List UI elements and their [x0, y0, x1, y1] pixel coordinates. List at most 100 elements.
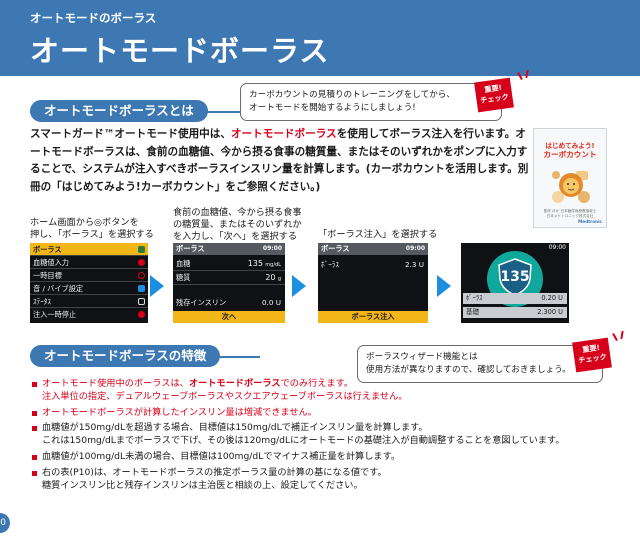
bolus-amount-row: ﾎﾞｰﾗｽ 2.3 U	[318, 258, 428, 272]
caption-line: の糖質量、またはそのいずれか	[173, 219, 302, 230]
step3-caption: 「ボーラス注入」を選択する	[318, 229, 437, 241]
booklet-footer-line: 日本メドトロニック株式会社	[546, 213, 594, 218]
step1-caption: ホーム画面から◎ボタンを 押し、「ボーラス」を選択する	[30, 217, 154, 241]
booklet-footer-line: 監修 ほか 日本糖尿病療養指導士	[543, 209, 597, 213]
callout-line: 使用方法が異なりますので、確認しておきましょう。	[366, 365, 571, 375]
carb-label: 糖質	[176, 273, 191, 282]
carb-number: 20	[265, 273, 276, 282]
pump-menu-screen: ボーラス 血糖値入力 一時目標 音 / バイブ設定 ｽﾃｰﾀｽ 注入一時停止	[30, 243, 148, 323]
bolus-progress-bar: ﾎﾞｰﾗｽ 0.20 U	[463, 293, 567, 304]
active-insulin-row: 残存インスリン 0.0 U	[173, 296, 285, 309]
feature-item: 血糖値が150mg/dLを超過する場合、目標値は150mg/dLで補正インスリン…	[30, 422, 610, 448]
bolus-icon	[138, 246, 145, 253]
bolus-label: ﾎﾞｰﾗｽ	[466, 294, 483, 302]
carb-value: 20 g	[265, 271, 281, 286]
feature-text: オートモード使用中のボーラスは、	[42, 378, 189, 389]
caption-line: ホーム画面から◎ボタンを	[30, 217, 139, 228]
pump-home-screen: 09:00 135 ﾎﾞｰﾗｽ 0.20 U 基礎 2.300 U	[461, 243, 569, 323]
booklet-title: はじめてみよう! カーボカウント	[534, 142, 606, 159]
booklet-title-line: はじめてみよう!	[545, 142, 595, 150]
active-insulin-value: 0.0 U	[262, 298, 281, 307]
feature-text: 注入単位の指定、デュアルウェーブボーラスやスクエアウェーブボーラスは行えません。	[42, 390, 408, 402]
callout-line: ボーラスウィザード機能とは	[366, 352, 478, 362]
feature-text: 血糖値が100mg/dL未満の場合、目標値は100mg/dLでマイナス補正量を計…	[42, 450, 401, 462]
basal-value: 2.300 U	[537, 308, 563, 316]
screen-time: 09:00	[262, 245, 282, 252]
feature-item: オートモードボーラスが計算したインスリン量は増減できません。	[30, 407, 610, 420]
lion-food-illustration	[552, 171, 590, 203]
step2-caption: 食前の血糖値、今から摂る食事 の糖質量、またはそのいずれか を入力し、「次へ」を…	[173, 207, 302, 243]
carb-row[interactable]: 糖質 20 g	[173, 271, 285, 285]
booklet-footer: 監修 ほか 日本糖尿病療養指導士 日本メドトロニック株式会社	[534, 209, 606, 218]
pump-bolus-entry-screen: ボーラス 09:00 血糖 135 mg/dL 糖質 20 g 残存インスリン …	[173, 243, 285, 323]
active-insulin-label: 残存インスリン	[176, 298, 227, 307]
deliver-bolus-button[interactable]: ボーラス注入	[318, 311, 428, 323]
intro-text: を使用してボーラス注入を行います。オートモードボーラスは、食前の血糖値、今から摂…	[30, 128, 529, 193]
callout-line: カーボカウントの見積りのトレーニングをしてから、	[249, 90, 455, 100]
page-title: オートモードボーラス	[30, 34, 330, 68]
bolus-label: ﾎﾞｰﾗｽ	[321, 260, 339, 269]
feature-item: オートモード使用中のボーラスは、オートモードボーラスでのみ行えます。 注入単位の…	[30, 378, 610, 404]
menu-item-label: 血糖値入力	[33, 258, 69, 267]
intro-highlight: オートモードボーラス	[230, 128, 337, 140]
important-badge: 重要! チェック	[474, 77, 514, 113]
basal-bar: 基礎 2.300 U	[463, 307, 567, 318]
section-heading-features: オートモードボーラスの特徴	[30, 345, 221, 367]
bolus-value: 2.3 U	[405, 260, 424, 269]
menu-item-bolus[interactable]: ボーラス	[30, 243, 148, 256]
feature-list: オートモード使用中のボーラスは、オートモードボーラスでのみ行えます。 注入単位の…	[30, 378, 610, 495]
pause-icon	[138, 311, 145, 318]
menu-item-label: 音 / バイブ設定	[33, 284, 84, 293]
badge-tick	[612, 333, 618, 341]
feature-item: 血糖値が100mg/dL未満の場合、目標値は100mg/dLでマイナス補正量を計…	[30, 451, 610, 464]
bolus-delivered: 0.20 U	[541, 294, 563, 302]
feature-text: 右の表(P10)は、オートモードボーラスの推定ボーラス量の計算の基になる値です。	[42, 466, 387, 478]
menu-item-audio[interactable]: 音 / バイブ設定	[30, 282, 148, 295]
wizard-difference-callout: ボーラスウィザード機能とは 使用方法が異なりますので、確認しておきましょう。	[357, 345, 603, 383]
menu-item-label: 注入一時停止	[33, 310, 77, 319]
screen-title: ボーラス	[321, 244, 350, 253]
bg-label: 血糖	[176, 259, 191, 268]
menu-item-label: 一時目標	[33, 271, 62, 280]
booklet-brand: Medtronic	[578, 219, 602, 224]
screen-header: ボーラス 09:00	[318, 243, 428, 255]
intro-text: スマートガード™オートモード使用中は、	[30, 128, 231, 140]
menu-item-label: ｽﾃｰﾀｽ	[33, 297, 51, 306]
screen-time: 09:00	[548, 244, 566, 251]
section-heading-what-is: オートモードボーラスとは	[30, 100, 208, 122]
intro-paragraph: スマートガード™オートモード使用中は、オートモードボーラスを使用してボーラス注入…	[30, 126, 530, 196]
feature-text: でのみ行えます。	[280, 378, 354, 389]
next-arrow-icon	[292, 275, 306, 297]
basal-label: 基礎	[466, 308, 480, 316]
bell-icon	[138, 285, 145, 292]
screen-title: ボーラス	[176, 244, 205, 253]
menu-item-status[interactable]: ｽﾃｰﾀｽ	[30, 295, 148, 308]
target-icon	[138, 272, 145, 279]
caption-line: 押し、「ボーラス」を選択する	[30, 229, 154, 240]
feature-highlight: オートモードボーラス	[188, 378, 281, 389]
page-subtitle: オートモードのボーラス	[30, 11, 157, 25]
menu-item-bg-entry[interactable]: 血糖値入力	[30, 256, 148, 269]
caption-line: 「ボーラス注入」を選択する	[318, 229, 438, 240]
menu-item-label: ボーラス	[33, 245, 62, 254]
next-button[interactable]: 次へ	[173, 311, 285, 323]
feature-text: 糖質インスリン比と残存インスリンは主治医と相談の上、設定してください。	[42, 479, 363, 491]
booklet-title-line: カーボカウント	[543, 149, 597, 159]
page-number: 0	[0, 513, 10, 533]
screen-header: ボーラス 09:00	[173, 243, 285, 255]
menu-item-suspend[interactable]: 注入一時停止	[30, 308, 148, 321]
menu-item-temp-target[interactable]: 一時目標	[30, 269, 148, 282]
bg-unit: mg/dL	[265, 262, 281, 268]
pump-bolus-confirm-screen: ボーラス 09:00 ﾎﾞｰﾗｽ 2.3 U ボーラス注入	[318, 243, 428, 323]
caption-line: 食前の血糖値、今から摂る食事	[173, 207, 302, 218]
carb-count-booklet: はじめてみよう! カーボカウント 監修 ほか 日本糖尿病療養指導士 日本メドトロ…	[533, 128, 607, 228]
badge-tick	[620, 330, 624, 340]
bg-row[interactable]: 血糖 135 mg/dL	[173, 257, 285, 271]
carb-unit: g	[277, 276, 281, 282]
feature-text: これは150mg/dLまでボーラスで下げ、その後は120mg/dLにオートモード…	[42, 435, 565, 447]
bg-number: 135	[247, 259, 263, 268]
bg-value: 135 mg/dL	[248, 257, 281, 272]
drop-icon	[138, 259, 145, 266]
feature-text: オートモードボーラスが計算したインスリン量は増減できません。	[42, 406, 317, 418]
next-arrow-icon	[150, 275, 164, 297]
